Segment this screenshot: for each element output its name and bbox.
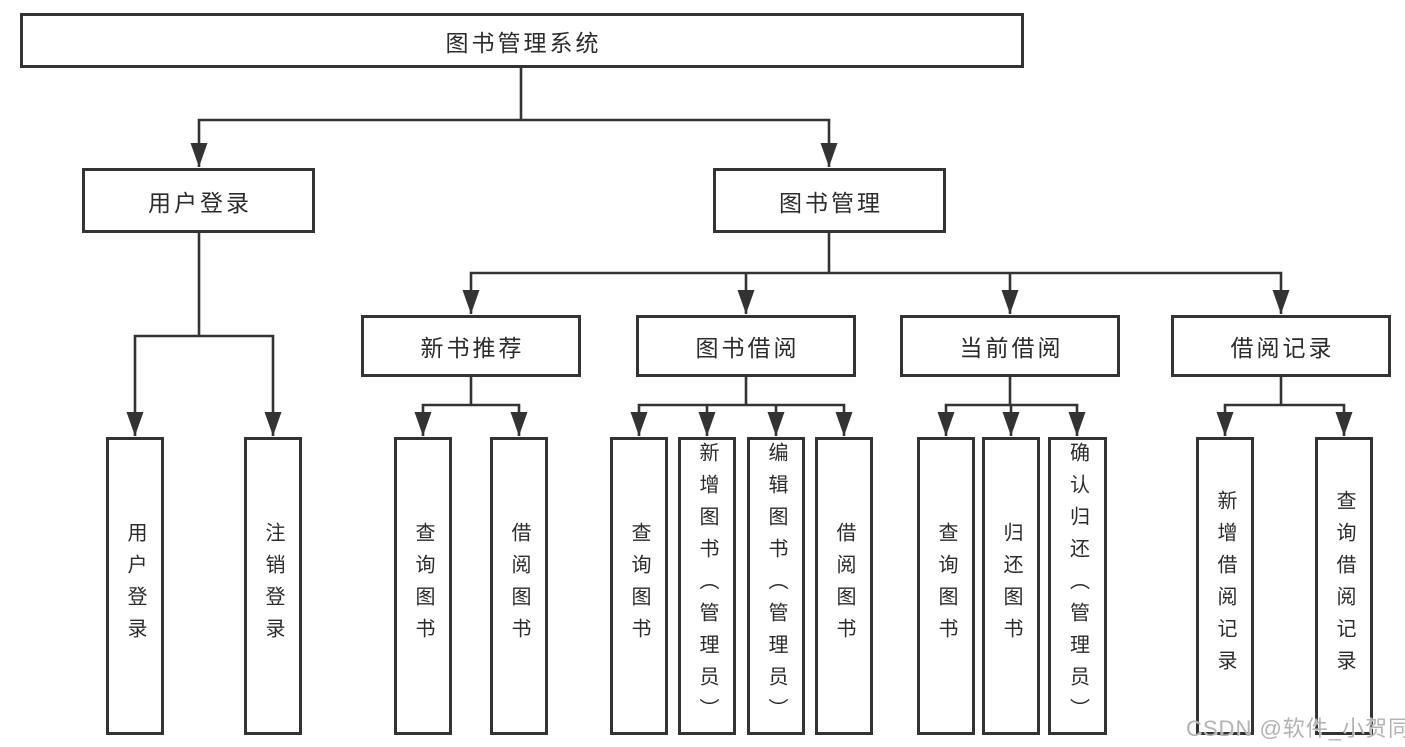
node-new-book-recommend: 新书推荐: [361, 315, 581, 377]
leaf-user-login: 用户登录: [106, 437, 164, 735]
leaf-add-borrow-record: 新增借阅记录: [1196, 437, 1254, 735]
node-current-borrowing: 当前借阅: [900, 315, 1120, 377]
leaf-query-books-current: 查询图书: [917, 437, 975, 735]
csdn-watermark: CSDN @软件_小贺同学: [1186, 716, 1405, 741]
leaf-query-books-recommend: 查询图书: [394, 437, 452, 735]
node-borrowing-records: 借阅记录: [1171, 315, 1391, 377]
connector-book-borrowing: [630, 377, 853, 436]
connector-root: [190, 68, 838, 167]
leaf-confirm-return-admin: 确认归还（管理员）: [1048, 437, 1107, 735]
connector-book-management: [462, 233, 1290, 314]
node-user-login: 用户登录: [82, 168, 315, 233]
connector-borrowing-records: [1216, 377, 1353, 436]
leaf-return-books: 归还图书: [982, 437, 1040, 735]
leaf-logout: 注销登录: [244, 437, 302, 735]
connector-user-login: [126, 233, 282, 436]
leaf-query-books-borrowing: 查询图书: [610, 437, 668, 735]
leaf-add-book-admin: 新增图书（管理员）: [678, 437, 736, 735]
node-library-management-system: 图书管理系统: [20, 13, 1024, 68]
node-book-borrowing: 图书借阅: [636, 315, 856, 377]
leaf-borrow-books: 借阅图书: [815, 437, 873, 735]
node-book-management: 图书管理: [713, 168, 946, 233]
leaf-edit-book-admin: 编辑图书（管理员）: [747, 437, 805, 735]
connector-current-borrowing: [937, 377, 1086, 436]
connector-new-book-recommend: [414, 377, 528, 436]
leaf-borrow-books-recommend: 借阅图书: [490, 437, 548, 735]
leaf-query-borrow-record: 查询借阅记录: [1315, 437, 1373, 735]
